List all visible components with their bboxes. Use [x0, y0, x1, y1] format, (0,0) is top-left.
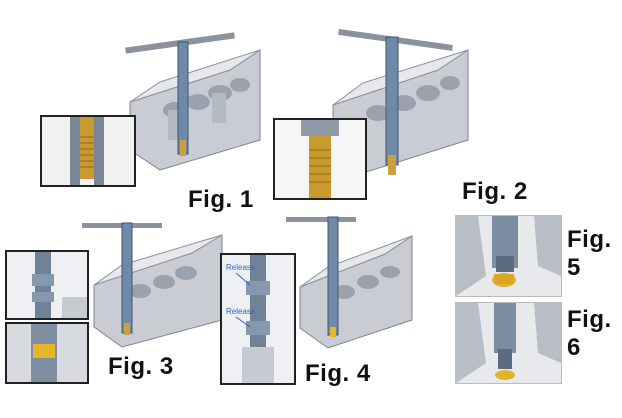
fig2-detail-inset — [273, 118, 367, 200]
fig3-illustration — [82, 215, 232, 350]
fig4-illustration — [280, 212, 420, 352]
fig3-label: Fig. 3 — [108, 353, 174, 380]
fig1-label: Fig. 1 — [188, 186, 254, 213]
fig2-label: Fig. 2 — [462, 178, 528, 205]
fig3-upper-inset — [5, 250, 89, 320]
release-callout-top: Release — [226, 263, 256, 272]
fig5-label: Fig. 5 — [567, 226, 612, 281]
release-callout-bottom: Release — [226, 307, 256, 316]
fig1-detail-inset — [40, 115, 136, 187]
fig6-photo — [455, 302, 562, 384]
fig6-label: Fig. 6 — [567, 306, 612, 361]
fig3-lower-inset — [5, 322, 89, 384]
fig1-illustration — [120, 30, 275, 180]
fig4-label: Fig. 4 — [305, 360, 371, 387]
fig4-detail-inset: Release Release — [220, 253, 296, 385]
fig5-photo — [455, 215, 562, 297]
